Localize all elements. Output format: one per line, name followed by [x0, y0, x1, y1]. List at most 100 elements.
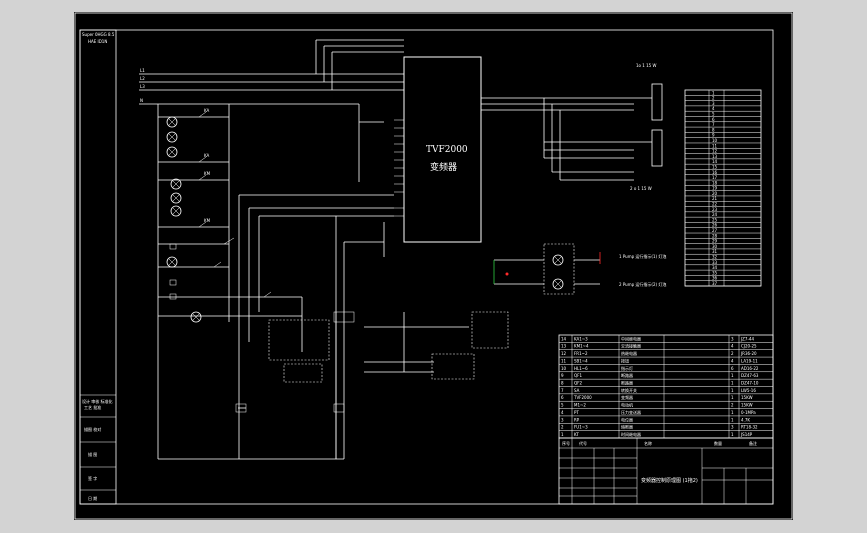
terminal-number: 7: [712, 122, 715, 127]
terminal-number: 31: [712, 249, 718, 254]
terminal-number: 13: [712, 154, 718, 159]
bom-cell: 2: [731, 403, 734, 408]
terminal-number: 5: [712, 111, 715, 116]
bom-cell: 4: [731, 344, 734, 349]
left-strip-cell: 设计 审核 标准化: [82, 398, 113, 404]
svg-text:KM: KM: [204, 171, 211, 176]
bom-cell: 转换开关: [621, 387, 637, 393]
bom-cell: 6: [731, 366, 734, 371]
terminal-rows: 1234567891011121314151617181920212223242…: [685, 90, 761, 287]
bom-cell: 2: [731, 351, 734, 356]
bom-cell: 交流接触器: [621, 343, 641, 349]
bom-cell: KT: [574, 432, 579, 437]
bom-cell: 13: [561, 344, 567, 349]
bom-cell: KM1~4: [574, 344, 589, 349]
terminal-number: 33: [712, 260, 718, 265]
svg-text:L3: L3: [140, 84, 145, 89]
bom-cell: 15KW: [741, 395, 753, 400]
bom-cell: HL1~6: [574, 366, 588, 371]
title-col-header: 代号: [579, 440, 587, 446]
bom-cell: JS14P: [740, 432, 753, 437]
bom-cell: FR1~2: [574, 351, 588, 356]
terminal-number: 27: [712, 228, 718, 233]
bom-cell: KA1~3: [574, 336, 588, 341]
bom-cell: 1: [731, 388, 734, 393]
bom-cell: 压力变送器: [621, 409, 641, 415]
left-strip-cell: 签 字: [88, 475, 97, 481]
vfd-model: TVF2000: [426, 145, 468, 155]
terminal-number: 1: [712, 90, 715, 95]
terminal-number: 29: [712, 239, 718, 244]
bom-cell: SB1~4: [574, 358, 588, 363]
bom-cell: M1~2: [574, 403, 586, 408]
bom-cell: 10: [561, 366, 567, 371]
bom-cell: QF1: [574, 373, 582, 378]
bom-cell: LA19-11: [741, 358, 758, 363]
terminal-number: 17: [712, 175, 718, 180]
bom-cell: AD16-22: [741, 366, 759, 371]
bom-cell: 中间继电器: [621, 335, 641, 341]
power-bus: L1 L2 L3 N: [139, 39, 405, 108]
bom-cell: 断路器: [621, 372, 633, 378]
bom-cell: CJ20-25: [741, 344, 757, 349]
bom-cell: JR36-20: [740, 351, 757, 356]
terminal-number: 34: [712, 265, 718, 270]
svg-text:L1: L1: [140, 68, 145, 73]
relay-blocks: [235, 311, 509, 459]
bom-cell: 4: [561, 410, 564, 415]
bom-cell: 1: [731, 381, 734, 386]
terminal-number: 30: [712, 244, 718, 249]
terminal-number: 4: [712, 106, 715, 111]
bom-cell: RT18-32: [741, 425, 758, 430]
left-strip-cell: 描图 校对: [84, 426, 101, 432]
terminal-number: 35: [712, 270, 718, 275]
bom-cell: DZ47-63: [741, 373, 759, 378]
title-block: 变频器控制原理图 (1拖2) 序号 代号 名称 数量 备注: [558, 437, 774, 505]
terminal-number: 36: [712, 276, 718, 281]
terminal-number: 6: [712, 117, 715, 122]
bom-cell: TVF2000: [573, 395, 592, 400]
svg-text:KA: KA: [204, 108, 210, 113]
terminal-number: 16: [712, 170, 718, 175]
bom-cell: 1: [731, 373, 734, 378]
terminal-number: 15: [712, 164, 718, 169]
bom-cell: 14: [561, 336, 567, 341]
drawing-title: 变频器控制原理图 (1拖2): [641, 477, 698, 484]
bom-cell: 指示灯: [621, 365, 633, 371]
terminal-block: 1234567891011121314151617181920212223242…: [684, 89, 762, 287]
terminal-number: 22: [712, 202, 718, 207]
bom-cell: 电位器: [621, 416, 633, 422]
corner-label-top: Super 0HGG 8.5: [82, 32, 115, 37]
control-wiring: [157, 104, 394, 460]
schematic-drawing: Super 0HGG 8.5 HAE ID1N 设计 审核 标准化 工艺 批准 …: [74, 12, 793, 520]
terminal-number: 9: [712, 133, 715, 138]
bom-cell: 4.7K: [741, 417, 750, 422]
indicator-lamps: [166, 116, 202, 323]
bom-cell: SA: [574, 388, 580, 393]
bom-cell: 11: [561, 358, 567, 363]
bom-cell: 3: [731, 336, 734, 341]
terminal-number: 21: [712, 196, 718, 201]
motor-wiring: 1o 1 15 W 2 o 1 15 W: [543, 63, 663, 191]
bom-cell: 15KW: [741, 403, 753, 408]
terminal-number: 32: [712, 255, 718, 260]
terminal-number: 12: [712, 149, 718, 154]
bom-cell: 断路器: [621, 380, 633, 386]
vfd-terminals: [394, 97, 544, 217]
right-label-bottom: 2 o 1 15 W: [630, 186, 652, 191]
outer-border: [74, 12, 793, 520]
terminal-number: 37: [712, 281, 718, 286]
left-strip-cell: 日 期: [88, 495, 97, 501]
title-col-header: 名称: [644, 440, 652, 446]
terminal-number: 10: [712, 138, 718, 143]
svg-text:L2: L2: [140, 76, 145, 81]
svg-text:KA: KA: [204, 153, 210, 158]
terminal-number: 18: [712, 180, 718, 185]
left-strip-frame: [79, 29, 117, 505]
left-strip-cell: 描 图: [88, 451, 97, 457]
pump-indicator-group: 1 Pump 运行指示(1) 灯泡 2 Pump 运行指示(2) 灯泡: [493, 243, 666, 295]
bom-cell: 电动机: [621, 402, 633, 408]
bom-cell: 8: [561, 381, 564, 386]
terminal-number: 19: [712, 186, 718, 191]
